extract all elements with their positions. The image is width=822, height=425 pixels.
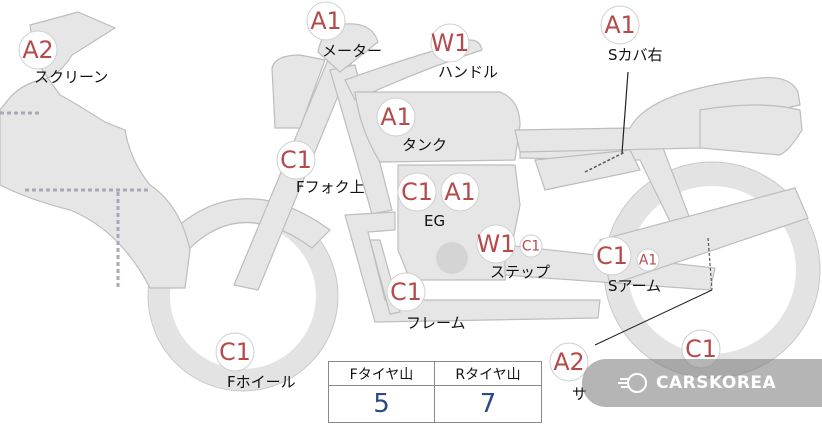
fwheel-grade-badge-circle (215, 332, 255, 372)
frame-grade-badge-circle (386, 272, 426, 312)
sarm-grade-badge-2-circle (636, 248, 660, 272)
watermark-text: CARSKOREA (656, 373, 777, 393)
sarm-grade-badge-circle (592, 236, 632, 276)
step-grade-badge-2: C1 (519, 234, 543, 258)
rwheel-grade-badge-text: C1 (685, 335, 717, 363)
screen-label: スクリーン (34, 68, 108, 86)
step-grade-badge: W1 (476, 224, 516, 264)
tank-grade-badge-circle (376, 97, 416, 137)
engine-grade-badge-circle (397, 172, 437, 212)
ffork-upper-grade-badge-text: C1 (280, 146, 312, 174)
muffler-grade-badge: A2 (549, 342, 589, 382)
ffork-upper-grade-badge-circle (276, 140, 316, 180)
sarm-label: Sアーム (608, 277, 661, 295)
side-cover-dash (584, 151, 626, 173)
screen-grade-badge-text: A2 (22, 36, 53, 64)
step-grade-badge-2-text: C1 (522, 239, 540, 255)
engine-label: EG (424, 212, 445, 230)
step-label: ステップ (490, 263, 550, 281)
engine-grade-badge-2-circle (440, 172, 480, 212)
scover-right-grade-badge-text: A1 (604, 11, 635, 39)
fwheel-grade-badge: C1 (215, 332, 255, 372)
frame-shape (344, 211, 601, 323)
frame-label: フレーム (406, 314, 466, 332)
engine-grade-badge: C1 (397, 172, 437, 212)
scover-right-grade-badge-circle (600, 5, 640, 45)
engine-grade-badge-2: A1 (440, 172, 480, 212)
headlight-shape (271, 54, 326, 129)
ffork-upper-grade-badge: C1 (276, 140, 316, 180)
tire-tread-table: Fタイヤ山 Rタイヤ山 5 7 (328, 361, 542, 423)
tank-grade-badge: A1 (376, 97, 416, 137)
front-tread-header: Fタイヤ山 (329, 362, 435, 386)
front-fender-shape (167, 198, 331, 253)
tail-shape (699, 104, 803, 156)
rear-tread-header: Rタイヤ山 (435, 362, 541, 386)
handle-grade-badge: W1 (430, 23, 470, 63)
scover-right-grade-badge: A1 (600, 5, 640, 45)
meter-grade-badge-circle (306, 1, 346, 41)
carskorea-logo-icon (618, 373, 647, 393)
handle-grade-badge-circle (430, 23, 470, 63)
step-grade-badge-2-circle (519, 234, 543, 258)
frame-grade-badge-text: C1 (390, 278, 422, 306)
step-grade-badge-circle (476, 224, 516, 264)
sarm-grade-badge: C1 (592, 236, 632, 276)
rear-tread-value: 7 (479, 389, 497, 419)
scover-leader-line (621, 71, 629, 154)
front-tread-value: 5 (329, 386, 435, 422)
engine-grade-badge-text: C1 (401, 178, 433, 206)
handle-label: ハンドル (438, 63, 498, 81)
sarm-grade-badge-2: A1 (636, 248, 660, 272)
muffler-dash (707, 237, 713, 291)
meter-label: メーター (322, 42, 382, 60)
fairing-shape (0, 11, 191, 289)
muffler-grade-badge-circle (549, 342, 589, 382)
tank-label: タンク (402, 136, 447, 154)
fwheel-grade-badge-text: C1 (219, 338, 251, 366)
handle-grade-badge-text: W1 (431, 29, 470, 57)
muffler-leader-line (594, 289, 713, 346)
engine-cover-shape (436, 242, 468, 274)
ffork-upper-label: Fフォク上 (296, 178, 365, 196)
screen-grade-badge-circle (18, 30, 58, 70)
engine-grade-badge-2-text: A1 (444, 178, 475, 206)
scover-right-label: Sカバ右 (608, 46, 663, 64)
meter-grade-badge: A1 (306, 1, 346, 41)
screen-grade-badge: A2 (18, 30, 58, 70)
frame-grade-badge: C1 (386, 272, 426, 312)
fwheel-label: Fホイール (227, 373, 296, 391)
meter-grade-badge-text: A1 (310, 7, 341, 35)
side-cover-shape (534, 149, 641, 191)
muffler-grade-badge-text: A2 (553, 348, 584, 376)
sarm-grade-badge-text: C1 (596, 242, 628, 270)
step-grade-badge-text: W1 (477, 230, 516, 258)
sarm-grade-badge-2-text: A1 (639, 253, 657, 269)
carskorea-watermark: CARSKOREA (582, 359, 822, 407)
tank-grade-badge-text: A1 (380, 103, 411, 131)
